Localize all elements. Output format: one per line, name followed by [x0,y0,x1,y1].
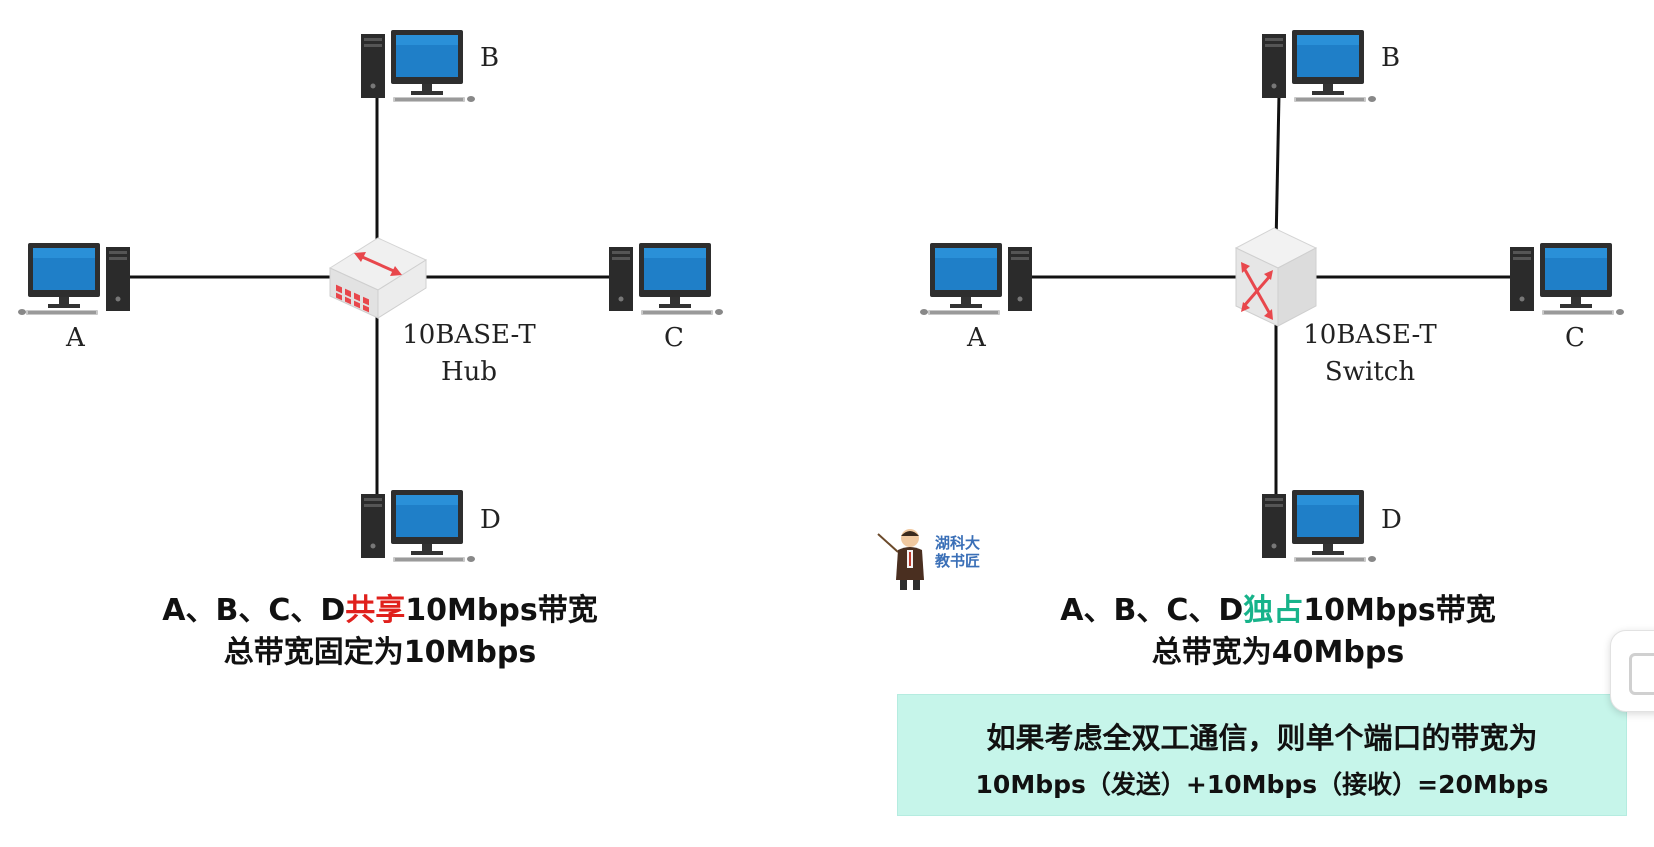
switch-diagram: B A C D 10BASE-T Switch [920,30,1624,562]
switch-caption-highlight: 独占 [1243,593,1304,628]
hub-caption-suffix: 10Mbps带宽 [405,593,598,628]
hub-device-type: Hub [441,357,497,387]
note-line1: 如果考虑全双工通信，则单个端口的带宽为 [986,721,1538,755]
switch-caption-suffix: 10Mbps带宽 [1303,593,1496,628]
mascot-text: 湖科大 教书匠 [935,534,985,570]
hub-node-label-d: D [480,505,501,535]
switch-icon [1234,227,1318,327]
full-duplex-note: 如果考虑全双工通信，则单个端口的带宽为 10Mbps（发送）+10Mbps（接收… [897,694,1627,816]
link-switch-b [1274,94,1281,246]
side-panel-handle[interactable] [1610,630,1654,712]
hub-device-label: 10BASE-T [402,320,536,350]
hub-node-label-a: A [65,323,86,353]
mascot-text-line2: 教书匠 [935,552,981,570]
hub-diagram: B A C D 10BASE-T Hub [18,30,723,562]
computer-c-icon [1510,243,1624,315]
switch-caption-line2: 总带宽为40Mbps [1151,635,1405,670]
hub-caption-prefix: A、B、C、D [162,593,346,628]
switch-device-label: 10BASE-T [1303,320,1437,350]
computer-d-icon [1262,490,1376,562]
computer-a-icon [18,243,130,315]
hub-caption: A、B、C、D共享10Mbps带宽 总带宽固定为10Mbps [100,590,660,674]
hub-caption-line1: A、B、C、D共享10Mbps带宽 [100,590,660,632]
switch-device-type: Switch [1325,357,1415,387]
mascot-text-line1: 湖科大 [935,534,981,552]
switch-node-label-b: B [1381,43,1400,73]
switch-caption-line1: A、B、C、D独占10Mbps带宽 [998,590,1558,632]
hub-node-label-c: C [664,323,684,353]
hub-caption-highlight: 共享 [345,593,406,628]
hub-node-label-b: B [480,43,499,73]
switch-node-label-d: D [1381,505,1402,535]
computer-d-icon [361,490,475,562]
hub-icon [328,237,428,319]
computer-c-icon [609,243,723,315]
note-line2: 10Mbps（发送）+10Mbps（接收）=20Mbps [975,770,1549,799]
hub-caption-line2: 总带宽固定为10Mbps [223,635,537,670]
switch-node-label-a: A [966,323,987,353]
switch-node-label-c: C [1565,323,1585,353]
teacher-mascot-logo: 湖科大 教书匠 [876,526,986,592]
computer-b-icon [1262,30,1376,102]
switch-caption-prefix: A、B、C、D [1060,593,1244,628]
computer-a-icon [920,243,1032,315]
side-panel-icon [1629,653,1654,695]
switch-caption: A、B、C、D独占10Mbps带宽 总带宽为40Mbps [998,590,1558,674]
teacher-figure-icon [877,529,924,590]
computer-b-icon [361,30,475,102]
